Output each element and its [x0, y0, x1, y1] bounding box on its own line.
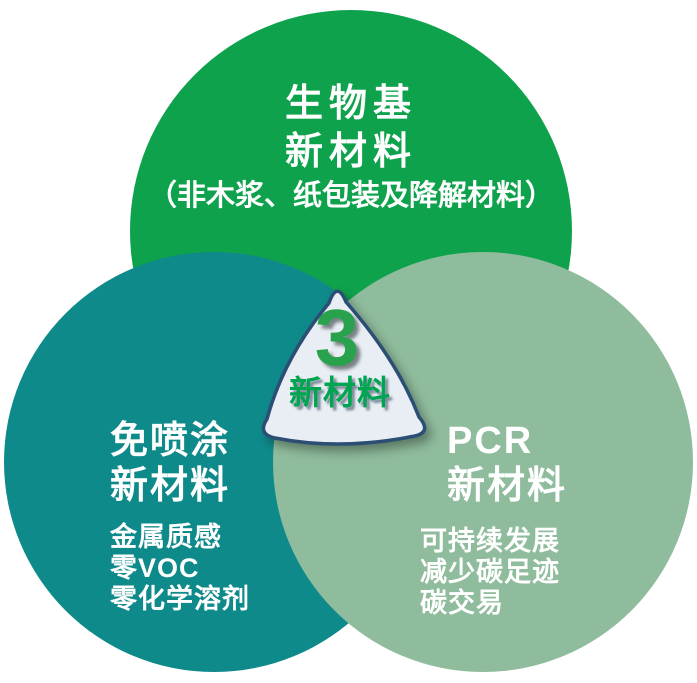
left-circle-title: 免喷涂 新材料	[110, 419, 230, 509]
left-circle-title-line1: 免喷涂	[110, 420, 231, 462]
right-circle-item: 碳交易	[420, 588, 504, 618]
center-badge-number: 3	[314, 293, 360, 382]
right-circle-title-line1: PCR	[447, 420, 534, 462]
top-circle-subtitle: （非木浆、纸包装及降解材料）	[147, 180, 554, 212]
right-circle-title-line2: 新材料	[447, 465, 568, 507]
top-circle-title-line2: 新材料	[284, 131, 417, 173]
left-circle-item: 金属质感	[110, 522, 222, 552]
right-circle-item: 可持续发展	[420, 526, 560, 556]
left-circle-item: 零化学溶剂	[110, 584, 250, 614]
left-circle-item: 零VOC	[110, 553, 200, 583]
left-circle-items: 金属质感 零VOC 零化学溶剂	[110, 522, 250, 615]
right-circle-item: 减少碳足迹	[420, 557, 560, 587]
top-circle-title-line1: 生物基	[284, 83, 417, 125]
right-circle-items: 可持续发展 减少碳足迹 碳交易	[420, 526, 560, 619]
top-circle-text: 生物基 新材料 （非木浆、纸包装及降解材料）	[131, 80, 571, 214]
right-circle-title: PCR 新材料	[447, 419, 567, 509]
center-badge-label: 新材料	[289, 374, 391, 411]
left-circle-title-line2: 新材料	[110, 465, 231, 507]
